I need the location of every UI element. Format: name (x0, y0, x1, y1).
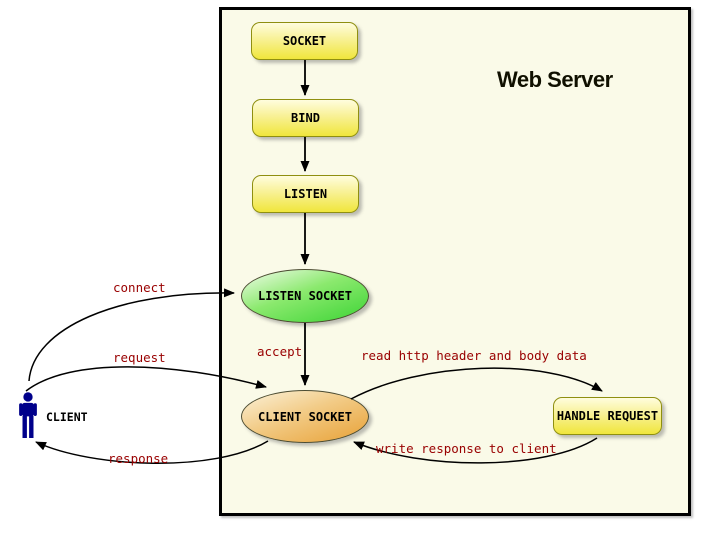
edge-label-write-response: write response to client (376, 441, 557, 456)
node-socket: SOCKET (251, 22, 358, 60)
node-bind: BIND (252, 99, 359, 137)
node-listen: LISTEN (252, 175, 359, 213)
client-person-icon (17, 392, 39, 440)
node-listen-socket: LISTEN SOCKET (241, 269, 369, 323)
client-actor-label: CLIENT (46, 410, 88, 424)
diagram-title: Web Server (497, 67, 613, 92)
edge-label-accept: accept (257, 344, 303, 359)
edge-label-read-http: read http header and body data (361, 348, 587, 363)
node-client-socket: CLIENT SOCKET (241, 390, 369, 443)
edge-label-connect: connect (113, 280, 166, 295)
arrow-connect (28, 288, 235, 382)
edge-label-request: request (113, 350, 166, 365)
edge-label-response: response (108, 451, 169, 466)
node-handle-request: HANDLE REQUEST (553, 397, 662, 435)
